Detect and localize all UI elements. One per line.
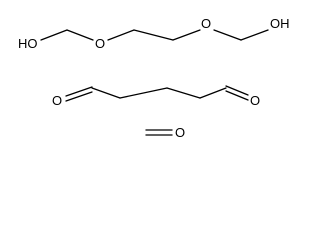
molecule-formaldehyde: O [145,125,185,140]
atom-label-oxygen: O [175,125,185,140]
bond [172,29,201,41]
bond [240,29,269,41]
double-bond [225,85,249,96]
bond [213,29,242,41]
bond [107,29,135,41]
bond [133,29,174,41]
atom-label-oxygen: O [201,16,211,31]
bond [166,87,201,99]
atom-label-oxygen: O [52,93,62,108]
bond [66,29,94,41]
atom-label-oxygen: O [95,36,105,51]
atom-label-oxygen: O [250,93,260,108]
bond [119,87,168,99]
bond [40,29,68,41]
chemical-structures-diagram: HO O O OH O O O [18,16,290,140]
double-bond [65,86,93,97]
double-bond [225,90,249,101]
double-bond [65,91,93,102]
bond [91,87,121,99]
atom-label-oh: OH [270,16,290,31]
molecule-bis-hydroxymethoxy-ethane: HO O O OH [18,16,290,51]
atom-label-ho: HO [18,36,38,51]
molecule-glutaraldehyde: O O [52,85,260,108]
bond [199,87,227,99]
